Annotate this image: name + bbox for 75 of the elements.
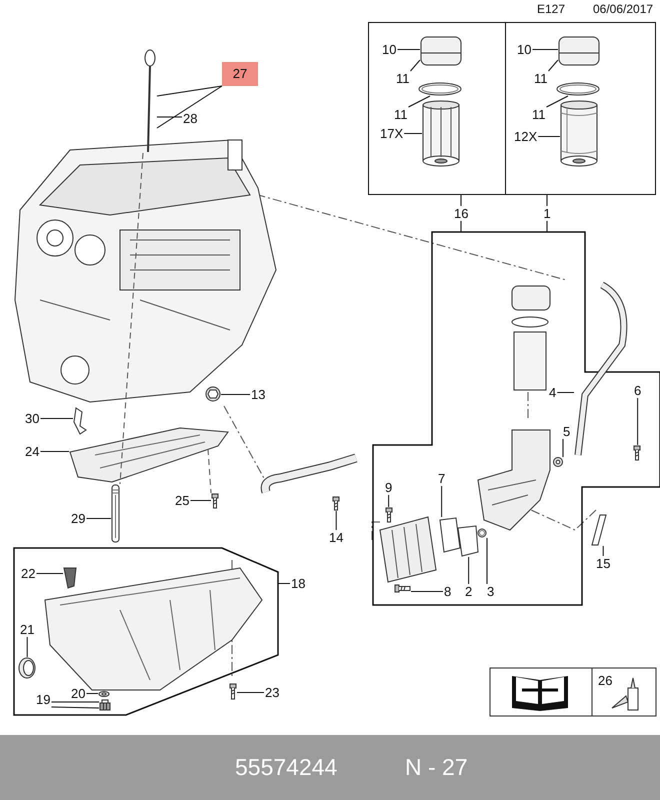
leader-line [40, 451, 70, 452]
leader-line [602, 546, 604, 556]
callout-number: 6 [633, 383, 642, 398]
callout-number: 11 [393, 107, 408, 122]
callout-number: 21 [19, 622, 36, 637]
leader-line [50, 706, 100, 708]
callout-number: 29 [70, 511, 86, 526]
leader-line [396, 49, 420, 50]
leader-line [26, 636, 28, 658]
callout-number: 19 [35, 692, 52, 707]
callout-number: 9 [384, 480, 394, 495]
leader-line [468, 556, 470, 584]
callout-number: 20 [70, 686, 86, 701]
callout-number: 18 [290, 576, 306, 591]
leader-line [86, 693, 98, 694]
parts-panel [368, 22, 506, 195]
leader-line [486, 538, 488, 584]
callout-number: 27 [222, 62, 258, 86]
leader-line [637, 398, 638, 446]
leader-line [410, 60, 420, 72]
leader-line [40, 418, 74, 419]
connector-line [460, 194, 462, 232]
leader-line [208, 448, 212, 494]
footer-text: N - 27 [405, 754, 468, 781]
callout-number: 14 [328, 530, 344, 545]
leader-line [278, 583, 290, 584]
edge-label: 16 [452, 206, 470, 221]
leader-line [220, 394, 250, 395]
leader-line [532, 49, 558, 50]
parts-panel [505, 22, 656, 195]
leader-line [120, 152, 144, 484]
leader-line [441, 486, 442, 518]
leader-line [562, 438, 564, 458]
header-text: E127 [537, 2, 566, 16]
callout-number: 28 [182, 111, 198, 126]
leader-line [156, 86, 222, 128]
leader-line [408, 96, 430, 108]
callout-number: 22 [20, 566, 36, 581]
callout-number: 17X [379, 126, 404, 141]
callout-number: 23 [264, 685, 280, 700]
callout-number: 25 [174, 493, 190, 508]
leader-line [538, 136, 560, 137]
leader-line [36, 573, 64, 574]
header-text: 06/06/2017 [593, 2, 654, 16]
leader-line [388, 494, 390, 508]
callout-number: 24 [24, 444, 40, 459]
callout-number: 3 [486, 584, 496, 599]
leader-line [404, 133, 422, 134]
callout-number: 15 [595, 556, 612, 571]
leader-line [410, 591, 444, 592]
leader-line [546, 96, 568, 108]
callout-number: 11 [533, 71, 548, 86]
callout-number: 7 [437, 471, 446, 486]
callout-number: 30 [24, 411, 40, 426]
leader-line [190, 500, 212, 501]
leader-line [156, 116, 182, 118]
leader-line [86, 518, 112, 519]
callout-number: 10 [381, 42, 398, 57]
leader-line [336, 510, 337, 530]
callout-number: 8 [443, 584, 452, 599]
edge-label: 1 [542, 206, 553, 221]
leader-line [548, 60, 558, 72]
leader-line [156, 86, 222, 96]
callout-number: 10 [516, 42, 532, 57]
callout-number: 13 [250, 387, 266, 402]
callout-number: 5 [562, 424, 572, 439]
leader-line [236, 692, 264, 693]
callout-number: 12X [513, 129, 538, 144]
callout-number: 4 [548, 385, 558, 400]
callout-number: 26 [598, 673, 612, 688]
callout-number: 11 [395, 71, 410, 86]
leader-line [556, 392, 574, 393]
footer-text: 55574244 [235, 754, 338, 781]
callout-number: 11 [531, 107, 546, 122]
callout-number: 2 [464, 584, 474, 599]
